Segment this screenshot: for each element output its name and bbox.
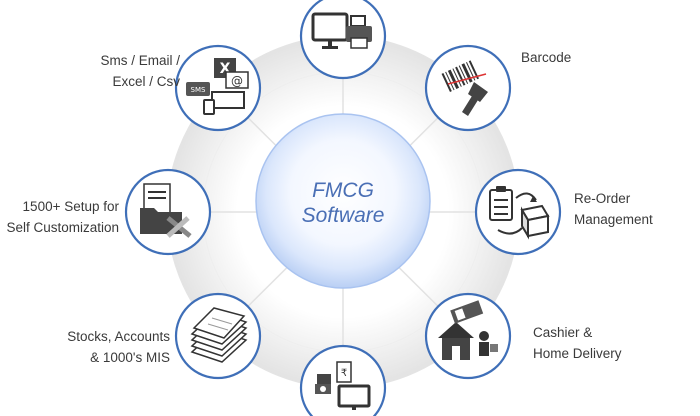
label-mis: Stocks, Accounts & 1000's MIS xyxy=(67,329,170,365)
sms-email-excel-icon: X @ SMS xyxy=(186,58,249,115)
feature-node-delivery xyxy=(424,292,512,380)
svg-text:₹: ₹ xyxy=(341,368,347,379)
label-barcode: Barcode xyxy=(521,50,572,65)
house-delivery-icon xyxy=(438,300,498,360)
label-customization: 1500+ Setup for Self Customization xyxy=(6,199,119,235)
clipboard-box-icon xyxy=(489,186,550,240)
svg-text:X: X xyxy=(220,61,231,77)
hub-title-line2: Software xyxy=(301,204,385,227)
hub-title-line1: FMCG xyxy=(312,179,374,202)
svg-text:@: @ xyxy=(231,74,243,88)
label-reorder: Re-Order Management xyxy=(574,191,653,227)
feature-node-customization xyxy=(124,168,212,256)
barcode-scanner-icon xyxy=(441,60,488,116)
feature-node-reorder xyxy=(474,168,562,256)
folder-tools-icon xyxy=(140,183,192,238)
paper-stack-icon xyxy=(190,307,248,363)
feature-node-mis xyxy=(174,292,262,380)
monitor-printer-icon xyxy=(311,12,372,49)
feature-node-barcode xyxy=(424,44,512,132)
svg-text:SMS: SMS xyxy=(191,86,206,94)
feature-node-messaging: X @ SMS xyxy=(174,44,262,132)
label-messaging: Sms / Email / Excel / Csv xyxy=(100,53,180,89)
cash-monitor-icon: ₹ xyxy=(315,361,371,410)
feature-node-payments: ₹ xyxy=(299,344,387,416)
label-delivery: Cashier & Home Delivery xyxy=(533,325,622,361)
central-hub xyxy=(255,113,431,289)
feature-node-printing xyxy=(299,0,387,80)
